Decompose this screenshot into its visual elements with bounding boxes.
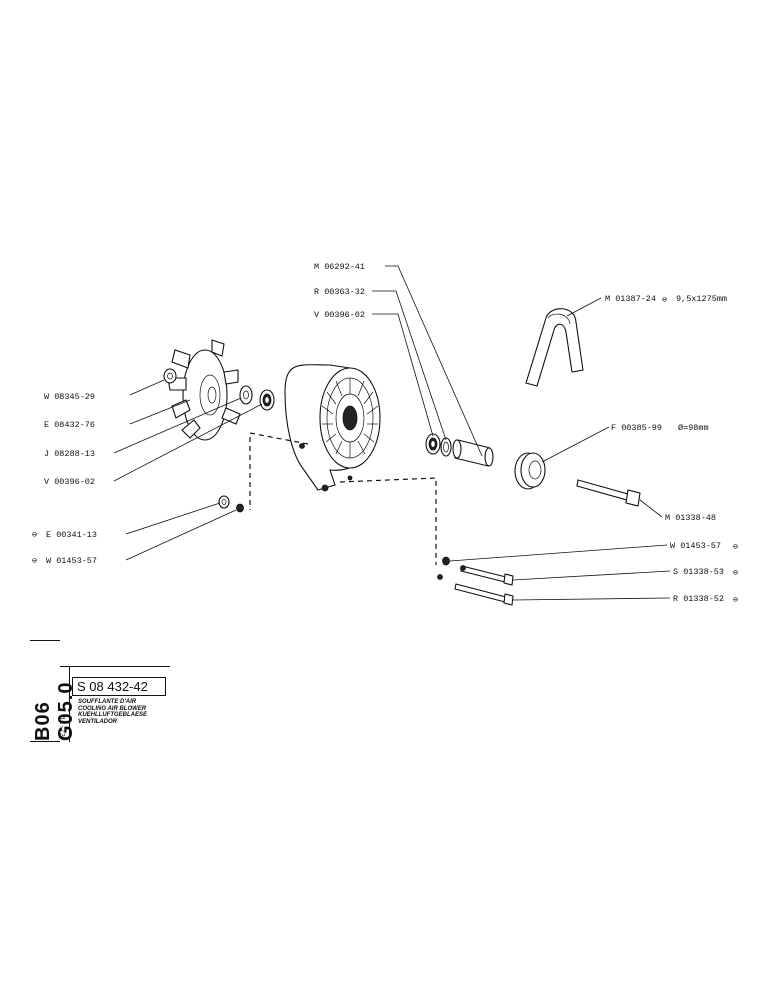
- remove-symbol-icon: ⊖: [662, 295, 667, 305]
- v-belt-m01387-24: [525, 308, 584, 387]
- title-rule-vertical: [69, 666, 70, 742]
- remove-symbol-icon: ⊖: [733, 595, 738, 605]
- bolt-s01338-53: [460, 565, 514, 586]
- washer-w01453-57-right: [442, 556, 450, 566]
- label-m01387-spec: 9,5x1275mm: [676, 294, 727, 304]
- spacer-j08288-13: [239, 385, 253, 405]
- remove-symbol-icon: ⊖: [32, 556, 37, 566]
- bolt-r01338-52: [437, 574, 514, 606]
- label-r00363-32: R 00363-32: [314, 287, 365, 297]
- label-e00341-13: E 00341-13: [46, 530, 97, 540]
- part-labels: W 08345-29 E 08432-76 J 08288-13 V 00396…: [32, 262, 738, 605]
- fan-impeller: [167, 339, 241, 441]
- label-f00385-spec: Ø=98mm: [678, 423, 709, 433]
- description-de: KUEHLLUFTGEBLAESE: [78, 712, 147, 719]
- label-w08345-29: W 08345-29: [44, 392, 95, 402]
- leader-lines: [113, 265, 671, 601]
- assembly-descriptions: SOUFFLANTE D'AIR COOLING AIR BLOWER KUEH…: [78, 699, 147, 725]
- label-v00396-02-top: V 00396-02: [314, 310, 365, 320]
- group-code-block: B06 G05.0: [30, 640, 77, 742]
- label-m01338-48: M 01338-48: [665, 513, 716, 523]
- label-s01338-53: S 01338-53: [673, 567, 724, 577]
- label-e08432-76: E 08432-76: [44, 420, 95, 430]
- label-v00396-02-left: V 00396-02: [44, 477, 95, 487]
- label-f00385-99: F 00385-99: [611, 423, 662, 433]
- ring-r00363-32: [440, 437, 452, 457]
- assembly-number: S 08 432-42: [72, 677, 166, 696]
- label-r01338-52: R 01338-52: [673, 594, 724, 604]
- sleeve-m06292-41: [452, 439, 494, 467]
- nut-w08345-29: [163, 368, 177, 384]
- description-fr: SOUFFLANTE D'AIR: [78, 699, 137, 705]
- label-j08288-13: J 08288-13: [44, 449, 95, 459]
- title-rule-horizontal: [60, 666, 170, 667]
- bearing-v00396-02-left: [259, 389, 275, 411]
- label-w01453-57-right: W 01453-57: [670, 541, 721, 551]
- blower-housing: [284, 364, 381, 492]
- description-en: COOLING AIR BLOWER: [78, 705, 147, 712]
- nut-e00341-13: [218, 495, 230, 509]
- label-w01453-57-left: W 01453-57: [46, 556, 97, 566]
- remove-symbol-icon: ⊖: [32, 530, 37, 540]
- pulley-f00385-99: [514, 452, 546, 490]
- washer-w01453-57-left: [236, 503, 244, 513]
- remove-symbol-icon: ⊖: [733, 542, 738, 552]
- label-m01387-24: M 01387-24: [605, 294, 656, 304]
- sheet-date: 12-73: [57, 716, 65, 738]
- bolt-m01338-48: [576, 479, 641, 507]
- label-m06292-41: M 06292-41: [314, 262, 365, 272]
- assembly-dashed-lines: [249, 432, 437, 565]
- remove-symbol-icon: ⊖: [733, 568, 738, 578]
- bearing-v00396-02-top: [425, 433, 441, 455]
- description-es: VENTILADOR: [78, 718, 117, 725]
